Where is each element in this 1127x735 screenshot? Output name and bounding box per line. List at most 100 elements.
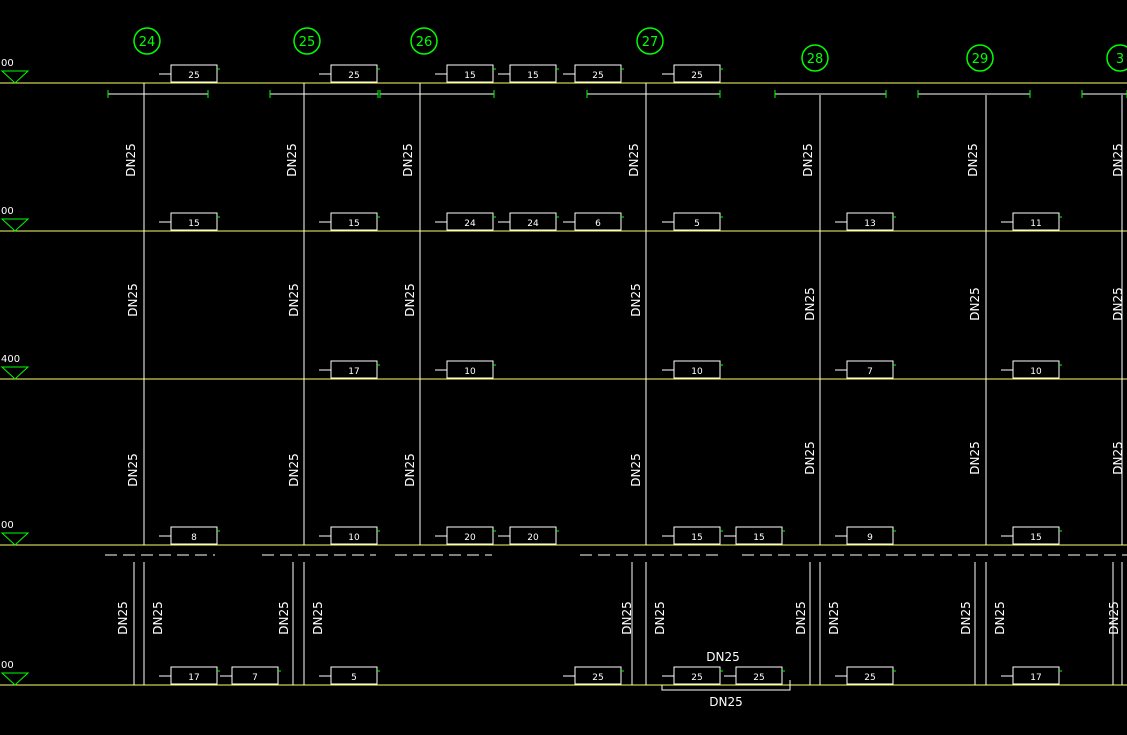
radiator-value: 15 (753, 533, 764, 543)
level-mark-text: 00 (1, 206, 14, 217)
level-triangle-icon (0, 672, 30, 686)
radiator-value: 7 (252, 673, 258, 683)
pipe-size-label: DN25 (959, 601, 973, 635)
radiator-value: 8 (191, 533, 197, 543)
riser-pipes (105, 83, 1127, 685)
axis-bubble-text: 25 (299, 35, 316, 50)
pipe-size-label: DN25 (1111, 143, 1125, 177)
radiator-value: 25 (188, 71, 199, 81)
radiator-value: 17 (188, 673, 199, 683)
radiator-value: 11 (1030, 219, 1041, 229)
pipe-size-label: DN25 (116, 601, 130, 635)
axis-bubble (636, 27, 664, 55)
radiator-value: 25 (691, 71, 702, 81)
axis-bubble-text: 28 (807, 52, 824, 67)
radiator-value: 25 (691, 673, 702, 683)
axis-bubble (133, 27, 161, 55)
pipe-size-label: DN25 (968, 287, 982, 321)
radiator-value: 25 (864, 673, 875, 683)
pipe-size-label: DN25 (401, 143, 415, 177)
pipe-size-label: DN25 (627, 143, 641, 177)
pipe-size-label: DN25 (827, 601, 841, 635)
radiator-value: 17 (348, 367, 359, 377)
radiator-value: 7 (867, 367, 873, 377)
radiator-value: 10 (464, 367, 476, 377)
radiator-value: 25 (592, 673, 603, 683)
radiator-value: 24 (527, 219, 539, 229)
pipe-size-label: DN25 (801, 143, 815, 177)
radiator-value: 15 (527, 71, 538, 81)
pipe-size-label: DN25 (966, 143, 980, 177)
radiator-value: 9 (867, 533, 873, 543)
radiator-value: 15 (1030, 533, 1041, 543)
axis-bubble (1106, 44, 1127, 72)
pipe-size-label: DN25 (620, 601, 634, 635)
radiator-value: 10 (691, 367, 703, 377)
level-triangle-icon (0, 218, 30, 232)
pipe-size-label: DN25 (1111, 441, 1125, 475)
axis-bubble (410, 27, 438, 55)
radiator-value: 15 (188, 219, 199, 229)
radiator-value: 15 (464, 71, 475, 81)
level-mark-text: 00 (1, 58, 14, 69)
pipe-size-label: DN25 (287, 453, 301, 487)
pipe-size-label: DN25 (794, 601, 808, 635)
radiator-value: 15 (691, 533, 702, 543)
pipe-size-label: DN25 (285, 143, 299, 177)
radiator-value: 5 (694, 219, 700, 229)
return-connector (661, 680, 791, 691)
radiator-value: 13 (864, 219, 875, 229)
radiator-value: 20 (464, 533, 476, 543)
radiator-value: 25 (592, 71, 603, 81)
pipe-size-label: DN25 (126, 453, 140, 487)
pipe-size-label: DN25 (629, 453, 643, 487)
pipe-size-label: DN25 (993, 601, 1007, 635)
radiator-blocks: 25 25 15 15 25 25 15 15 24 24 6 5 13 11 17 10 10 7 10 8 10 20… (159, 64, 1062, 691)
axis-bubble-text: 3 (1116, 52, 1124, 67)
radiator-value: 20 (527, 533, 539, 543)
radiator-value: 10 (1030, 367, 1042, 377)
pipe-size-label: DN25 (403, 453, 417, 487)
radiator-value: 25 (348, 71, 359, 81)
radiator-value: 6 (595, 219, 601, 229)
axis-bubble (801, 44, 829, 72)
pipe-size-label: DN25 (803, 287, 817, 321)
pipe-size-label: DN25 (403, 283, 417, 317)
pipe-size-label: DN25 (311, 601, 325, 635)
axis-bubble (293, 27, 321, 55)
radiator-value: 24 (464, 219, 476, 229)
axis-bubble (966, 44, 994, 72)
radiator-value: 17 (1030, 673, 1041, 683)
pipe-size-label: DN25 (124, 143, 138, 177)
pipe-size-label: DN25 (706, 650, 740, 664)
level-mark-text: 00 (1, 660, 14, 671)
level-triangle-icon (0, 532, 30, 546)
radiator-value: 10 (348, 533, 360, 543)
axis-bubble-text: 27 (642, 35, 659, 50)
axis-bubbles: 24 25 26 27 28 29 3 (133, 27, 1127, 72)
radiator-value: 15 (348, 219, 359, 229)
level-triangle-icon (0, 366, 30, 380)
pipe-size-label: DN25 (126, 283, 140, 317)
floor-lines: 00 00 400 00 00 (0, 58, 1127, 686)
pipe-size-label: DN25 (277, 601, 291, 635)
pipe-size-label: DN25 (709, 695, 743, 709)
pipe-size-label: DN25 (653, 601, 667, 635)
level-triangle-icon (0, 70, 30, 84)
axis-bubble-text: 29 (972, 52, 989, 67)
pipe-size-label: DN25 (968, 441, 982, 475)
radiator-value: 25 (753, 673, 764, 683)
pipe-size-label: DN25 (1111, 287, 1125, 321)
axis-bubble-text: 26 (416, 35, 433, 50)
level-mark-text: 400 (1, 354, 20, 365)
pipe-size-label: DN25 (1107, 601, 1121, 635)
pipe-size-label: DN25 (629, 283, 643, 317)
pipe-size-label: DN25 (287, 283, 301, 317)
pipe-size-label: DN25 (151, 601, 165, 635)
radiator-value: 5 (351, 673, 357, 683)
pipe-size-label: DN25 (803, 441, 817, 475)
level-mark-text: 00 (1, 520, 14, 531)
axis-bubble-text: 24 (139, 35, 156, 50)
